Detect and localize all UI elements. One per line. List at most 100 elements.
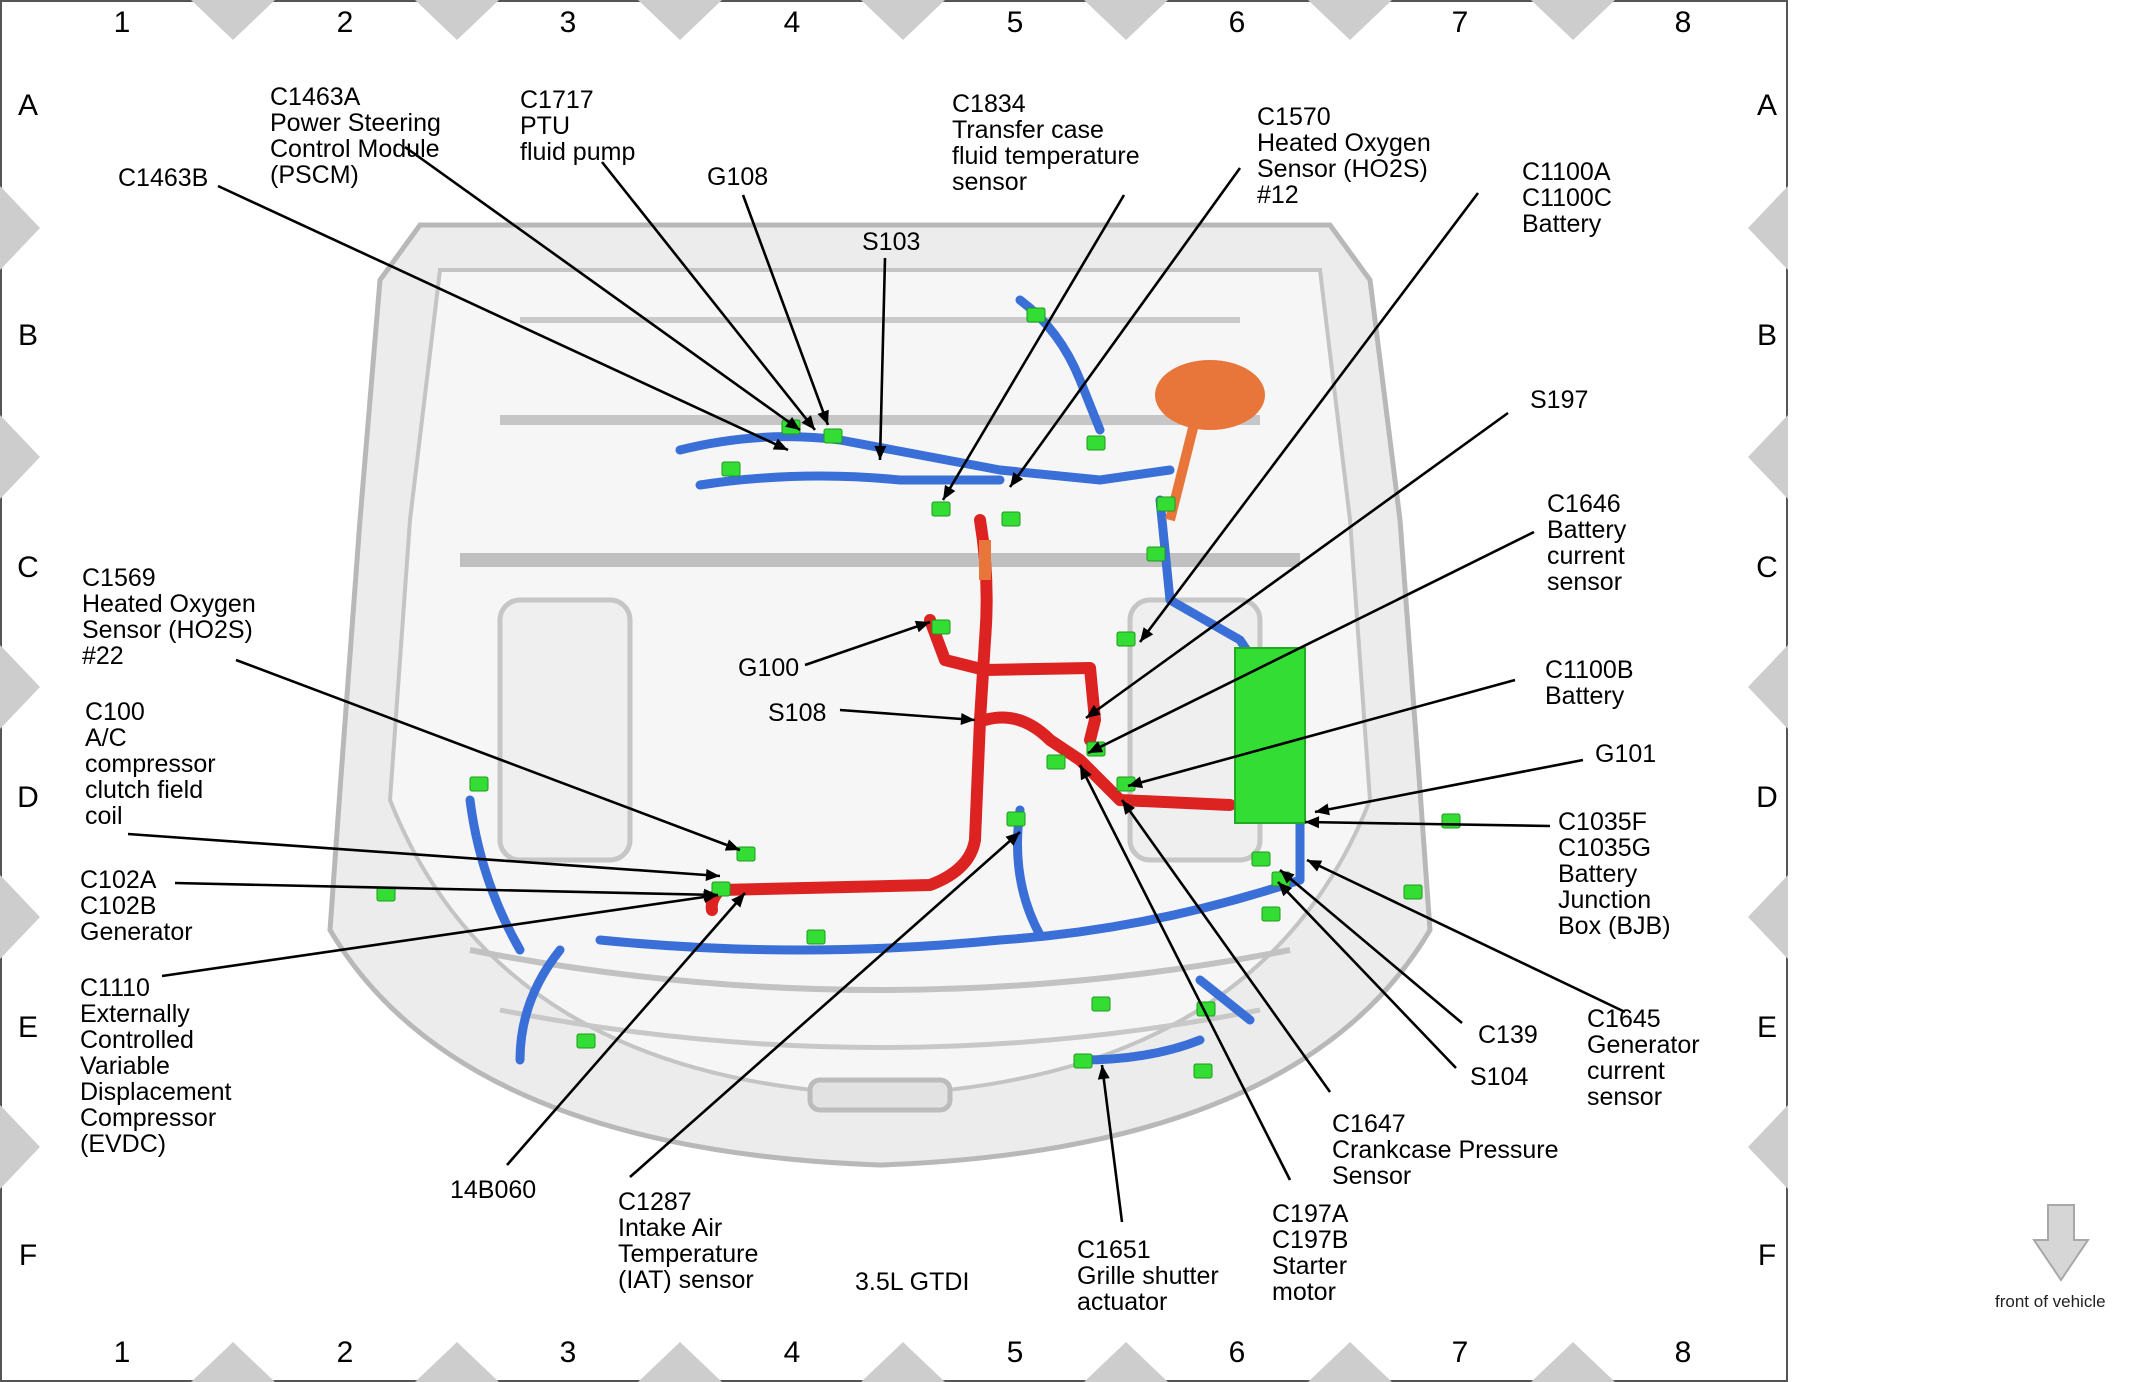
callout-c1645-line-1: C1645 — [1587, 1005, 1661, 1033]
leader-c100 — [127, 832, 721, 878]
callout-c1463a-line-4: (PSCM) — [270, 161, 359, 189]
zone-marker-top-3 — [638, 0, 722, 40]
callout-c1287-line-3: Temperature — [618, 1240, 758, 1268]
callout-c1035f-line-3: Battery — [1558, 860, 1638, 888]
callout-s104-line-1: S104 — [1470, 1063, 1528, 1091]
leader-c1569 — [235, 658, 741, 852]
zone-marker-top-2 — [415, 0, 499, 40]
callout-c1100a-line-2: C1100C — [1522, 184, 1612, 212]
callout-c1110-line-1: C1110 — [80, 974, 150, 1002]
grid-col-bottom-3: 3 — [560, 1336, 577, 1369]
callout-14b060: 14B060 — [450, 1176, 536, 1204]
leader-c1646 — [1087, 530, 1535, 755]
callout-14b060-line-1: 14B060 — [450, 1176, 536, 1204]
callout-c1569-line-3: Sensor (HO2S) — [82, 616, 253, 644]
arrowhead-c139 — [1280, 870, 1295, 884]
connector-15 — [1006, 811, 1026, 827]
callout-c1463b-line-1: C1463B — [118, 164, 208, 192]
callout-c1647-line-2: Crankcase Pressure — [1332, 1136, 1558, 1164]
arrowhead-c1569 — [724, 839, 740, 851]
leader-g100 — [804, 620, 931, 667]
grid-col-top-1: 1 — [114, 6, 131, 39]
callout-s197: S197 — [1530, 386, 1588, 414]
callout-c1651-line-3: actuator — [1077, 1288, 1167, 1316]
leader-s104 — [1277, 881, 1457, 1069]
grid-row-right-f: F — [1758, 1239, 1776, 1272]
callout-c1834-line-4: sensor — [952, 168, 1027, 196]
leader-lines — [127, 145, 1626, 1223]
callout-c1647-line-1: C1647 — [1332, 1110, 1406, 1138]
arrowhead-c1645 — [1307, 860, 1323, 872]
zone-marker-bottom-1 — [191, 1342, 275, 1382]
leader-c1570 — [1008, 167, 1242, 488]
arrowhead-c1463b — [772, 438, 788, 450]
callout-c197a-line-4: motor — [1272, 1278, 1336, 1306]
callout-c1110-line-5: Displacement — [80, 1078, 232, 1106]
connector-17 — [711, 881, 731, 897]
callout-c1035f-line-4: Junction — [1558, 886, 1651, 914]
zone-marker-right-4 — [1748, 875, 1788, 959]
zone-marker-bottom-2 — [415, 1342, 499, 1382]
grid-col-top-5: 5 — [1007, 6, 1024, 39]
leader-g101 — [1314, 758, 1584, 814]
front-of-vehicle-indicator: front of vehicle — [1995, 1204, 2106, 1311]
leader-c1100b — [1127, 678, 1516, 788]
callout-c1035f-line-5: Box (BJB) — [1558, 912, 1671, 940]
zone-marker-bottom-7 — [1531, 1342, 1615, 1382]
callout-c1100b-line-1: C1100B — [1545, 656, 1634, 684]
callout-s103: S103 — [862, 228, 920, 256]
callout-c1651-line-1: C1651 — [1077, 1236, 1151, 1264]
connector-10 — [931, 619, 951, 635]
leader-c1463b — [217, 184, 789, 452]
callout-c100-line-4: clutch field — [85, 776, 203, 804]
callout-c1035f-line-1: C1035F — [1558, 808, 1647, 836]
grid-row-left-e: E — [18, 1011, 38, 1044]
connector-9 — [1001, 511, 1021, 527]
callout-c1646-line-2: Battery — [1547, 516, 1627, 544]
callout-c1651-line-2: Grille shutter — [1077, 1262, 1219, 1290]
zone-marker-bottom-4 — [861, 1342, 945, 1382]
arrowhead-g100 — [914, 620, 930, 633]
callout-c102a-line-3: Generator — [80, 918, 193, 946]
callout-c1035f-line-2: C1035G — [1558, 834, 1651, 862]
arrowhead-c1100a — [1140, 627, 1154, 642]
connector-8 — [931, 501, 951, 517]
leader-14b060 — [506, 892, 746, 1166]
leader-c1110 — [161, 893, 719, 978]
callout-c1646-line-4: sensor — [1547, 568, 1622, 596]
arrowhead-c100 — [705, 869, 720, 881]
callout-c1834-line-3: fluid temperature — [952, 142, 1140, 170]
grid-row-right-d: D — [1756, 781, 1778, 814]
grid-col-bottom-1: 1 — [114, 1336, 131, 1369]
callout-c1569-line-4: #22 — [82, 642, 124, 670]
grid-col-bottom-2: 2 — [337, 1336, 354, 1369]
leader-c102a — [174, 881, 719, 897]
zone-markers — [0, 0, 1788, 1382]
leader-s108 — [839, 708, 976, 722]
grid-row-right-a: A — [1757, 89, 1777, 122]
callout-c100-line-1: C100 — [85, 698, 145, 726]
callout-c1717-line-3: fluid pump — [520, 138, 635, 166]
grid-row-left-f: F — [19, 1239, 37, 1272]
connector-20 — [806, 929, 826, 945]
zone-marker-left-4 — [0, 875, 40, 959]
callout-c1110-line-3: Controlled — [80, 1026, 194, 1054]
grid-row-left-d: D — [17, 781, 39, 814]
callout-c1569-line-1: C1569 — [82, 564, 156, 592]
callout-s108: S108 — [768, 699, 826, 727]
callout-c1463b: C1463B — [118, 164, 208, 192]
callout-g108-line-1: G108 — [707, 163, 768, 191]
grid-col-top-3: 3 — [560, 6, 577, 39]
zone-marker-bottom-6 — [1308, 1342, 1392, 1382]
zone-marker-left-2 — [0, 415, 40, 499]
connector-29 — [1441, 813, 1461, 829]
zone-marker-right-3 — [1748, 645, 1788, 729]
callout-c1570-line-3: Sensor (HO2S) — [1257, 155, 1428, 183]
